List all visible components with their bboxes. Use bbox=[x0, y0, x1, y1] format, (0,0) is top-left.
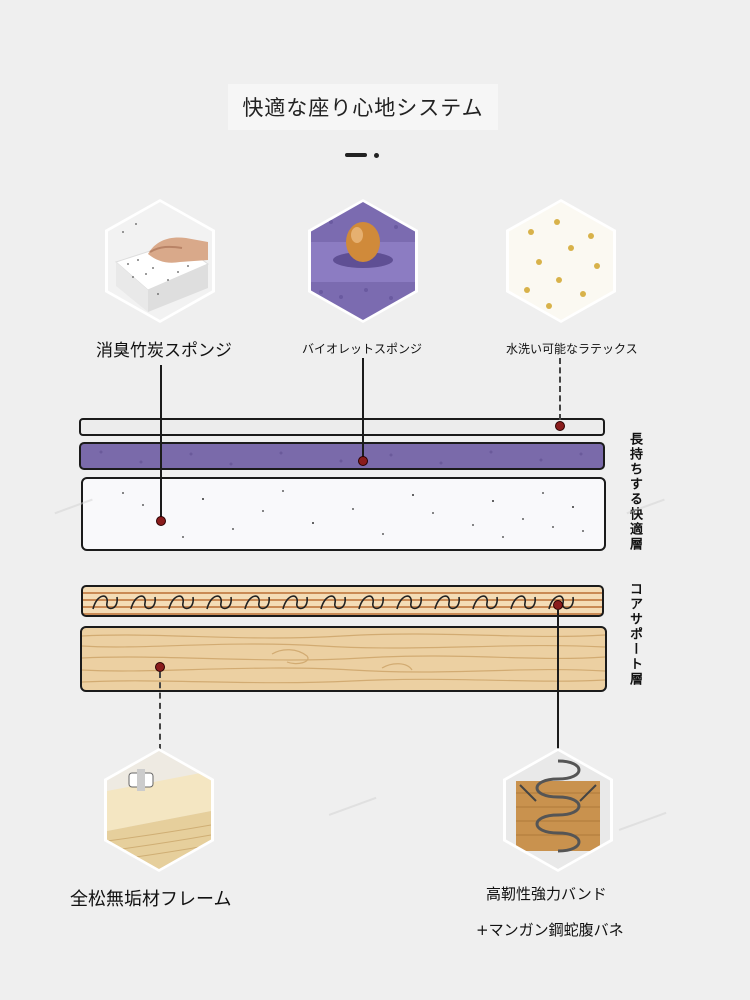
watermark-mark bbox=[618, 811, 672, 845]
marker-frame bbox=[155, 662, 165, 672]
layer-spring-band bbox=[81, 585, 604, 617]
side-label-comfort-layer: 長持ちする快適層 bbox=[627, 432, 642, 552]
layer-violet-foam bbox=[79, 442, 605, 470]
label-spring-line1: 高靭性強力バンド bbox=[486, 885, 607, 903]
marker-latex bbox=[555, 421, 565, 431]
label-bamboo-sponge: 消臭竹炭スポンジ bbox=[96, 341, 232, 361]
label-violet-sponge: バイオレットスポンジ bbox=[302, 342, 423, 356]
connector-bamboo bbox=[160, 365, 162, 517]
serpentine-spring-icon bbox=[506, 751, 610, 869]
hand-pressing-foam-icon bbox=[108, 202, 212, 320]
connector-latex bbox=[559, 358, 561, 420]
marker-violet bbox=[358, 456, 368, 466]
label-spring-line2: +マンガン鋼蛇腹バネ bbox=[476, 921, 624, 939]
connector-violet bbox=[362, 358, 364, 458]
connector-frame bbox=[159, 672, 161, 750]
layer-pine-frame bbox=[80, 626, 607, 692]
marker-bamboo bbox=[156, 516, 166, 526]
marker-spring bbox=[553, 600, 563, 610]
title-dot bbox=[374, 153, 379, 158]
connector-spring bbox=[557, 610, 559, 750]
label-latex: 水洗い可能なラテックス bbox=[506, 342, 638, 356]
title-underline bbox=[345, 153, 367, 157]
watermark-mark bbox=[328, 796, 382, 830]
layer-latex bbox=[79, 418, 605, 436]
side-label-core-layer: コアサポート層 bbox=[627, 582, 642, 687]
page-title: 快適な座り心地システム bbox=[228, 84, 498, 130]
layer-bamboo-foam bbox=[81, 477, 606, 551]
label-pine-frame: 全松無垢材フレーム bbox=[70, 889, 232, 910]
